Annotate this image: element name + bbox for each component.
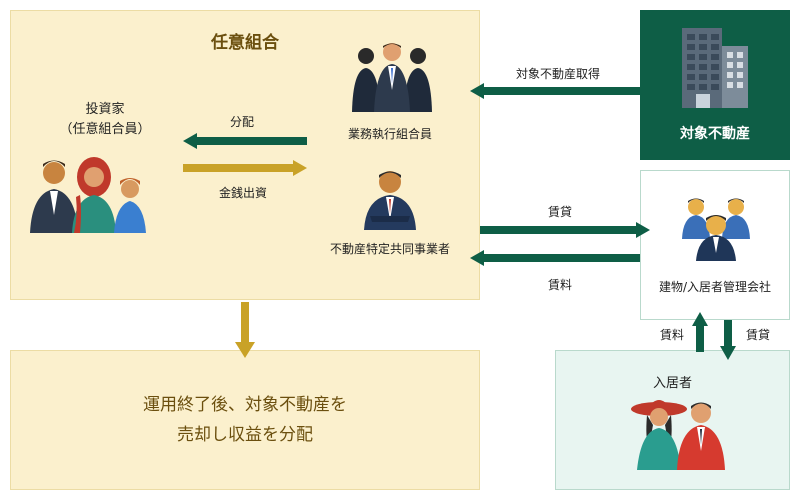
investors-group-icon xyxy=(30,157,146,233)
result-text: 運用終了後、対象不動産を 売却し収益を分配 xyxy=(10,390,480,450)
tenant-lease-down-arrow xyxy=(720,320,736,360)
operator-label: 不動産特定共同事業者 xyxy=(329,242,450,256)
property-title: 対象不動産 xyxy=(680,126,750,142)
lease-arrow xyxy=(480,222,650,238)
result-line2: 売却し収益を分配 xyxy=(177,425,313,445)
executives-group-icon xyxy=(352,43,432,112)
rent-label: 賃料 xyxy=(547,278,572,292)
partnership-title: 任意組合 xyxy=(211,33,279,53)
tenant-rent-up-arrow xyxy=(692,312,708,352)
distribution-label: 分配 xyxy=(229,115,254,129)
rent-arrow xyxy=(470,250,640,266)
acquire-arrow xyxy=(470,83,640,99)
lease-label: 賃貸 xyxy=(547,205,572,219)
result-box xyxy=(10,350,480,490)
distribution-arrow xyxy=(183,133,307,149)
tenant-lease-label: 賃貸 xyxy=(745,328,770,342)
building-icon xyxy=(682,28,748,108)
tenants-couple-icon xyxy=(631,400,725,470)
manager-title: 建物/入居者管理会社 xyxy=(658,280,772,294)
investment-label: 金銭出資 xyxy=(218,186,267,200)
executive-label: 業務執行組合員 xyxy=(347,127,432,141)
managers-group-icon xyxy=(682,198,750,261)
acquire-label: 対象不動産取得 xyxy=(515,67,600,81)
investor-label-line1: 投資家 xyxy=(85,102,125,117)
investor-label-line2: （任意組合員） xyxy=(59,122,151,137)
partnership-box xyxy=(10,10,480,300)
businessman-icon xyxy=(364,171,416,230)
investor-label: 投資家 （任意組合員） xyxy=(40,100,170,140)
result-line1: 運用終了後、対象不動産を xyxy=(143,395,347,415)
result-down-arrow xyxy=(235,302,255,358)
tenant-title: 入居者 xyxy=(652,376,692,391)
tenant-rent-label: 賃料 xyxy=(659,328,684,342)
investment-arrow xyxy=(183,160,307,176)
